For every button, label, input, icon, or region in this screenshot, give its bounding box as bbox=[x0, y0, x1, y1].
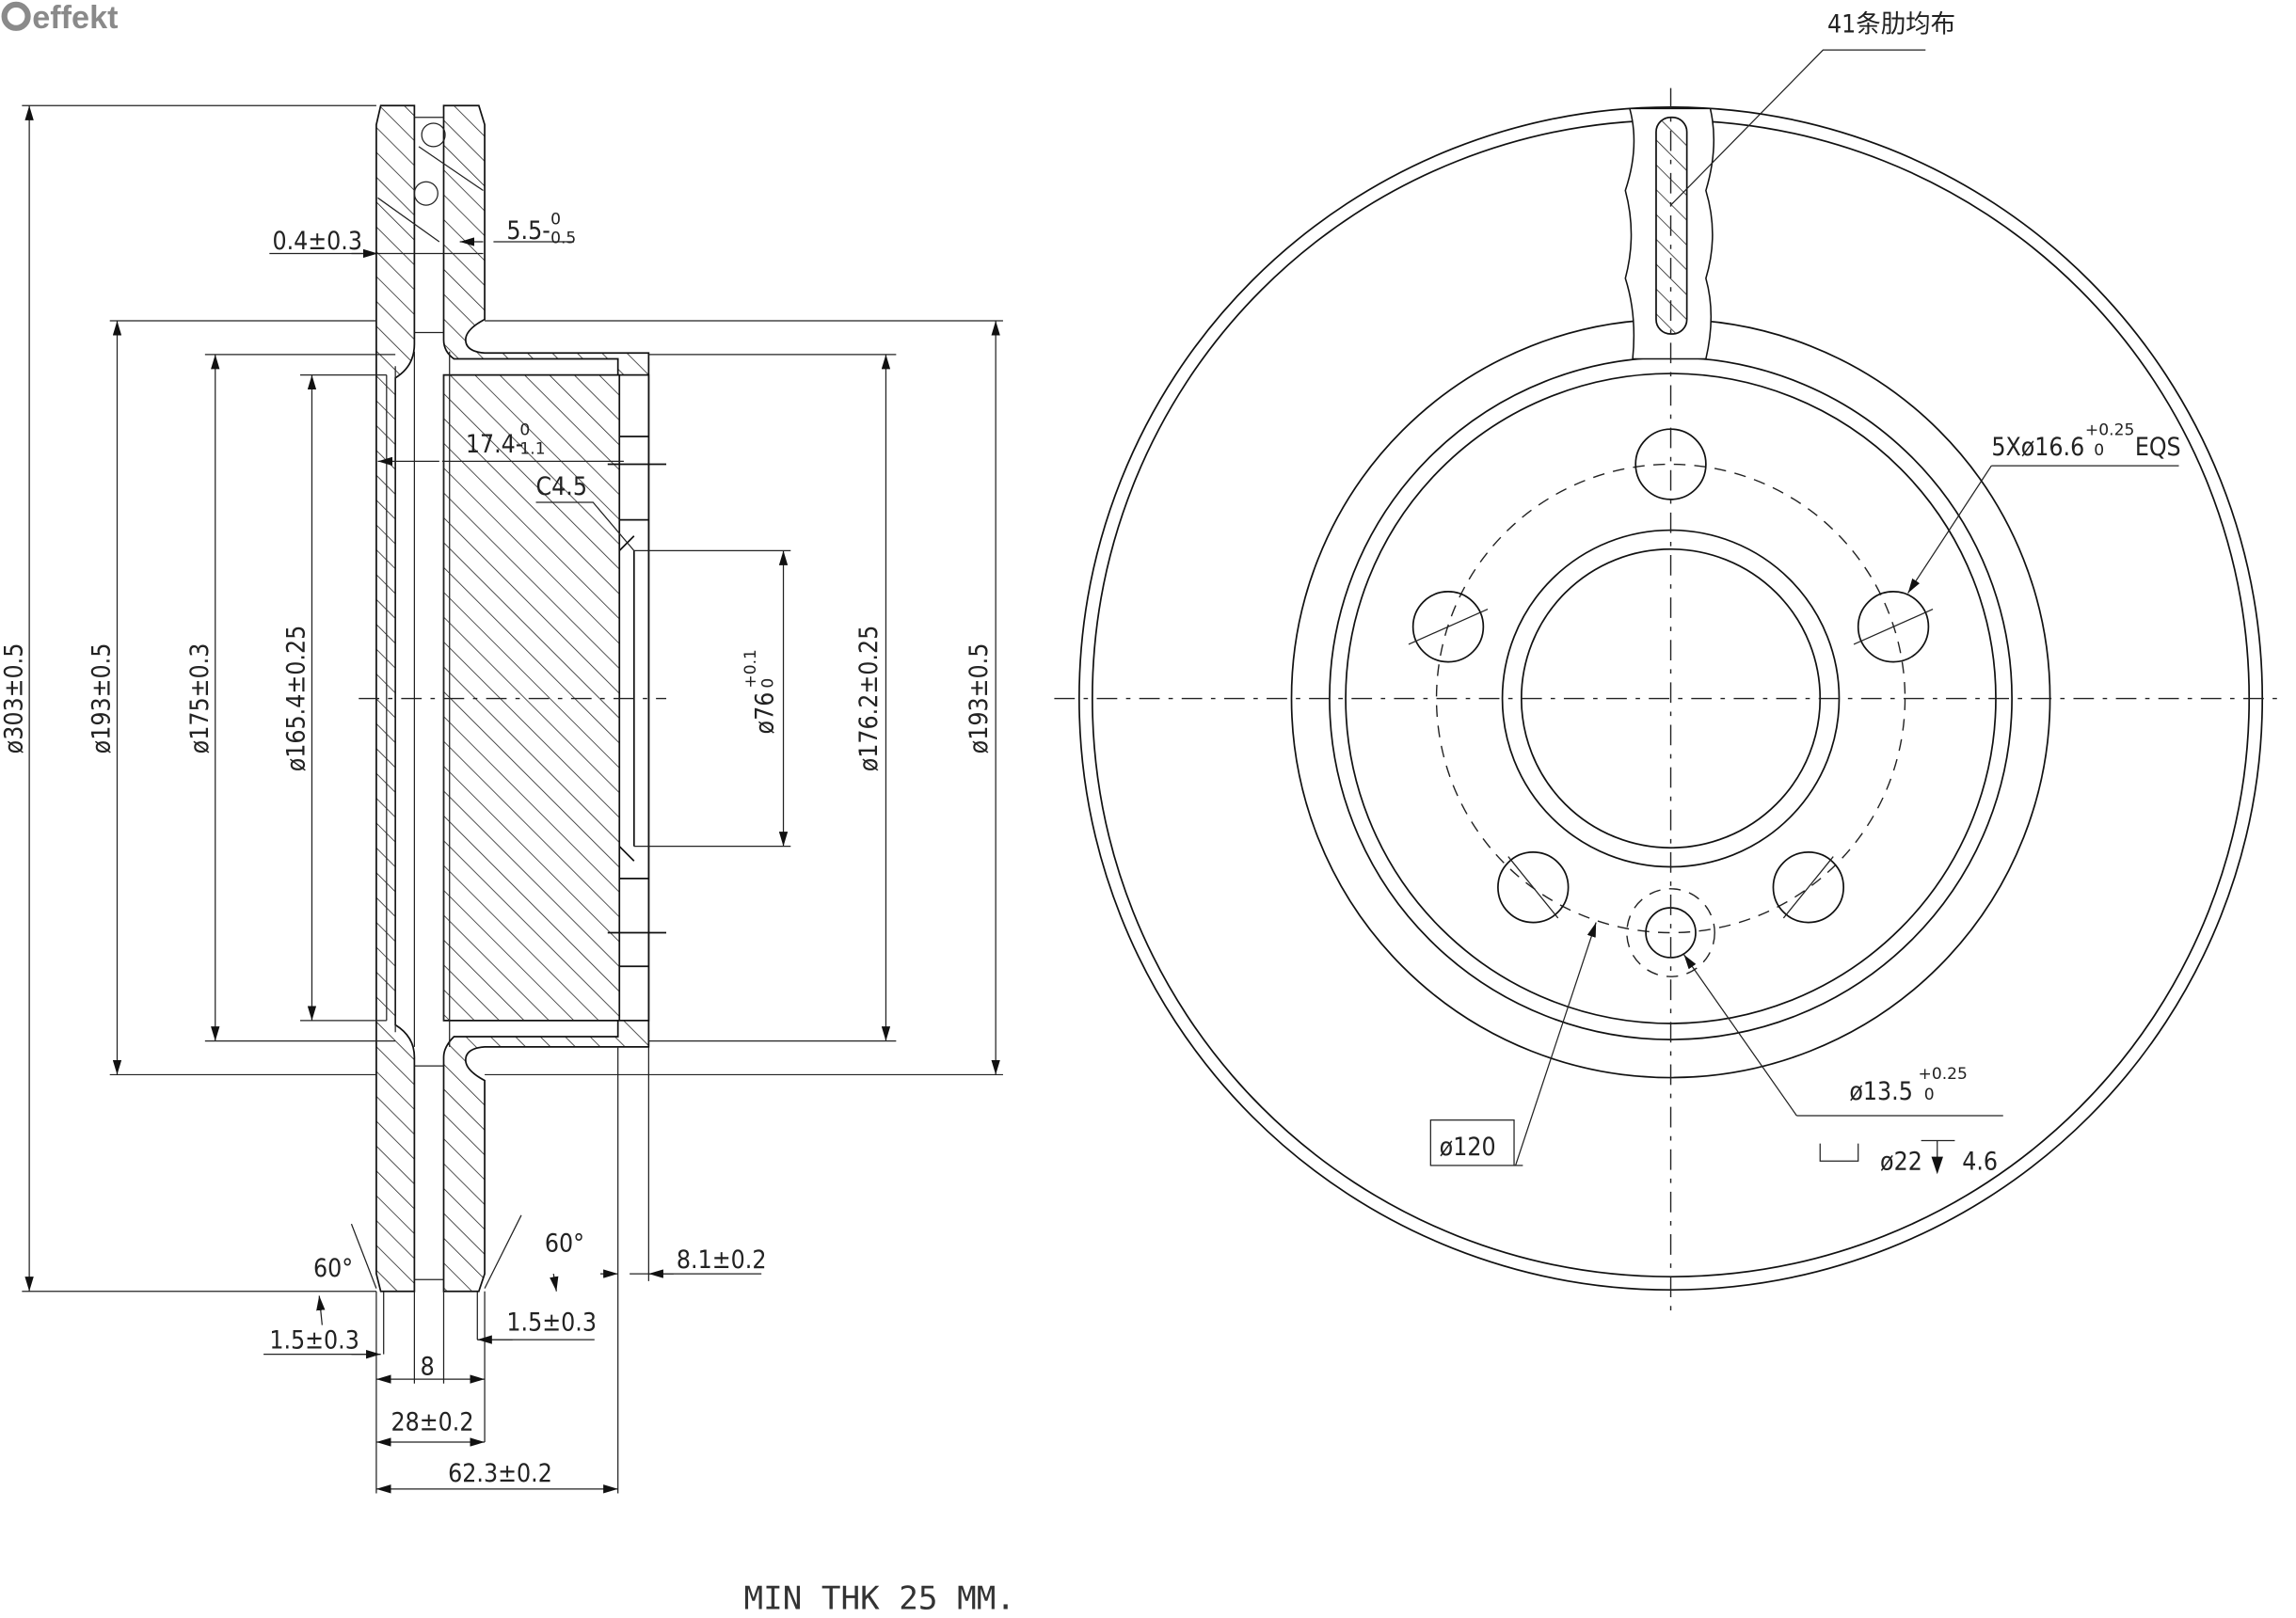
logo-text: effekt bbox=[32, 0, 118, 36]
dim-edge-right: 1.5±0.3 bbox=[506, 1309, 597, 1338]
dim-hat-176: ø176.2±0.25 bbox=[854, 626, 884, 772]
small-hole-upper-tol: +0.25 bbox=[1919, 1065, 1968, 1084]
bolt-holes bbox=[1408, 428, 1934, 977]
dim-hat-depth-upper: 0 bbox=[519, 420, 530, 439]
bolt-hole-eqs: EQS bbox=[2135, 433, 2181, 462]
rib-note: 41条肋均布 bbox=[1827, 9, 1955, 39]
dim-hat-inner: ø165.4±0.25 bbox=[282, 626, 311, 772]
dim-plate-upper: 0 bbox=[550, 210, 561, 229]
dim-outer-diameter: ø303±0.5 bbox=[0, 643, 28, 754]
dim-hat-outer: ø175±0.3 bbox=[185, 643, 215, 754]
dim-chamfer: C4.5 bbox=[536, 472, 587, 501]
dim-thickness: 28±0.2 bbox=[391, 1408, 473, 1437]
dim-friction-inner-right: ø193±0.5 bbox=[965, 643, 994, 754]
front-view: 41条肋均布 5Xø16.6 +0.25 0 EQS ø120 ø13.5 +0… bbox=[1054, 9, 2285, 1310]
dim-runout: 0.4±0.3 bbox=[272, 227, 362, 256]
dim-hat-depth-lower: 1.1 bbox=[519, 440, 545, 459]
dim-angle-right: 60° bbox=[545, 1229, 584, 1259]
dim-friction-inner-left: ø193±0.5 bbox=[88, 643, 117, 754]
section-view: ø303±0.5 ø193±0.5 ø175±0.3 ø165.4±0.25 ø… bbox=[0, 104, 1003, 1494]
dim-center-bore-upper-tol: +0.1 bbox=[741, 649, 760, 689]
cooling-rib-section bbox=[1655, 116, 1688, 335]
bolt-hole-upper-tol: +0.25 bbox=[2085, 420, 2134, 439]
counterbore-depth: 4.6 bbox=[1962, 1148, 1998, 1177]
counterbore-dia: ø22 bbox=[1880, 1148, 1922, 1177]
dim-angle-left: 60° bbox=[313, 1254, 353, 1283]
dim-plate: 5.5- bbox=[506, 216, 550, 246]
small-hole-lower-tol: 0 bbox=[1924, 1086, 1935, 1104]
dim-edge-left: 1.5±0.3 bbox=[269, 1325, 359, 1355]
dim-hat-depth: 17.4- bbox=[466, 430, 524, 459]
bolt-hole-lower-tol: 0 bbox=[2094, 441, 2104, 460]
effekt-logo: effekt bbox=[1, 0, 119, 36]
dim-center-bore: ø76 bbox=[751, 692, 780, 735]
pcd-label: ø120 bbox=[1440, 1133, 1496, 1162]
dim-plate-lower: 0.5 bbox=[550, 230, 576, 248]
small-hole-note: ø13.5 bbox=[1849, 1077, 1913, 1106]
min-thickness-note: MIN THK 25 MM. bbox=[744, 1579, 1015, 1617]
dim-flange: 8.1±0.2 bbox=[677, 1245, 767, 1275]
dim-center-bore-lower-tol: 0 bbox=[759, 678, 778, 689]
dim-height: 62.3±0.2 bbox=[448, 1459, 552, 1488]
bolt-hole-note: 5Xø16.6 bbox=[1991, 433, 2084, 462]
dim-vane-gap: 8 bbox=[421, 1352, 435, 1381]
